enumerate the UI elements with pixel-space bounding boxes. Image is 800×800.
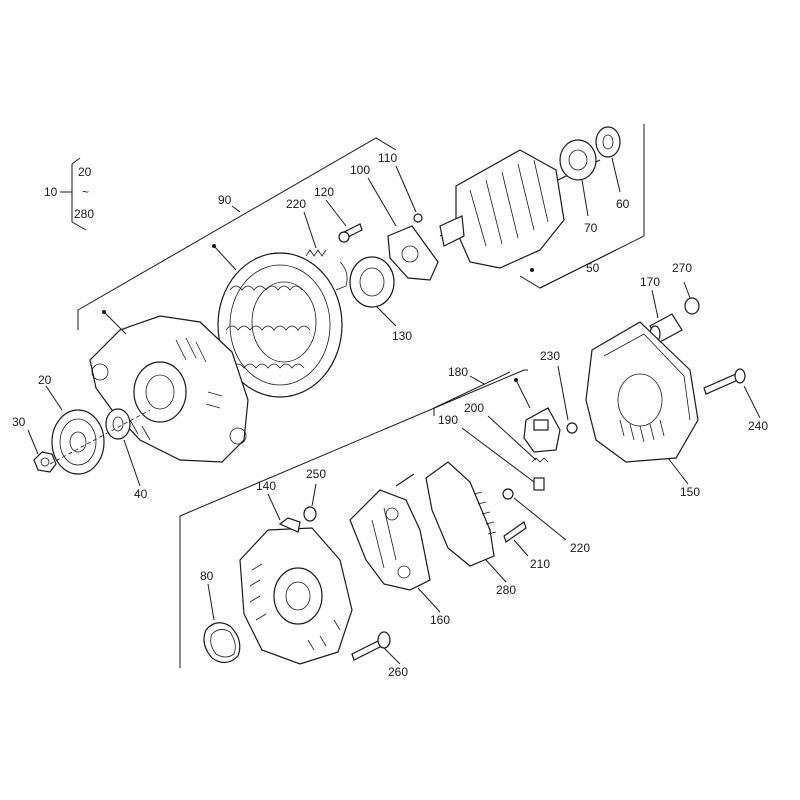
- bolt-240: [703, 368, 746, 395]
- label-160: 160: [430, 613, 450, 627]
- label-220-lower: 220: [570, 541, 590, 555]
- carbon-brush: [533, 477, 545, 491]
- label-220-upper: 220: [286, 197, 306, 211]
- voltage-regulator: [514, 378, 561, 453]
- label-260: 260: [388, 665, 408, 679]
- label-90: 90: [218, 193, 232, 207]
- rotor: [439, 149, 601, 272]
- label-100: 100: [350, 163, 370, 177]
- label-180: 180: [448, 365, 468, 379]
- front-bearing: [559, 139, 597, 181]
- label-230: 230: [540, 349, 560, 363]
- label-20: 20: [38, 373, 52, 387]
- label-240: 240: [748, 419, 768, 433]
- label-80: 80: [200, 569, 214, 583]
- screw-120: [338, 223, 363, 243]
- label-150: 150: [680, 485, 700, 499]
- rectifier: [349, 473, 431, 591]
- title-to: 280: [74, 207, 94, 221]
- leader-lines: [27, 157, 761, 665]
- group-bracket-upper: [77, 124, 645, 330]
- title-from: 20: [78, 165, 92, 179]
- label-60: 60: [616, 197, 630, 211]
- plate-screw: [413, 213, 423, 223]
- pulley: [51, 409, 105, 475]
- label-200: 200: [464, 401, 484, 415]
- slip-ring-end-housing: [239, 517, 353, 665]
- nut-270: [684, 297, 700, 315]
- label-270: 270: [672, 261, 692, 275]
- label-50: 50: [586, 261, 600, 275]
- title-main: 10: [44, 185, 58, 199]
- screw-220-lower: [502, 488, 514, 500]
- label-70: 70: [584, 221, 598, 235]
- bearing-retainer-plate: [387, 225, 439, 281]
- label-170: 170: [640, 275, 660, 289]
- title-block: 10 20 ~ 280: [44, 157, 94, 231]
- stator: [212, 244, 343, 398]
- title-tilde: ~: [82, 185, 89, 199]
- label-210: 210: [530, 557, 550, 571]
- rear-cover: [585, 321, 699, 463]
- screw-210: [503, 521, 527, 543]
- label-110: 110: [378, 151, 397, 165]
- label-280: 280: [496, 583, 516, 597]
- label-30: 30: [12, 415, 26, 429]
- label-130: 130: [392, 329, 412, 343]
- label-190: 190: [438, 413, 458, 427]
- label-140: 140: [256, 479, 276, 493]
- label-120: 120: [314, 185, 334, 199]
- rectifier-cover: [425, 461, 497, 567]
- part-labels: 90 100 110 120 220 130 70 60 50 20 30 40…: [12, 151, 768, 679]
- spacer-washer: [105, 408, 131, 440]
- gasket: [203, 622, 241, 664]
- label-250: 250: [306, 467, 326, 481]
- nut-250: [303, 506, 317, 522]
- bolt-260: [351, 631, 391, 661]
- screw-230: [566, 422, 578, 434]
- group-bracket-lower: [179, 369, 528, 668]
- label-40: 40: [134, 487, 148, 501]
- rear-bearing: [349, 256, 395, 308]
- spring-220-upper: [305, 249, 348, 291]
- front-washer: [595, 126, 621, 158]
- pulley-nut: [33, 451, 57, 473]
